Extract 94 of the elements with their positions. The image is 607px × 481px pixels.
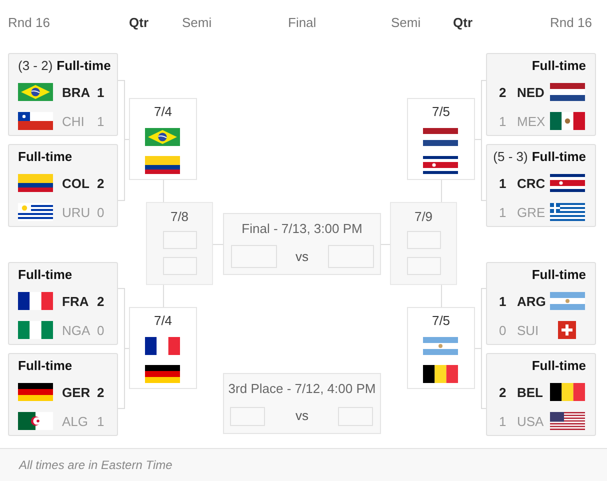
- match-card: [390, 202, 457, 285]
- team-code: URU: [62, 204, 90, 221]
- match-status: Full-time: [532, 358, 586, 374]
- column-heading: Qtr: [129, 15, 148, 31]
- match-card: [486, 53, 596, 136]
- team-slot: [328, 245, 374, 268]
- match-card: [486, 144, 596, 227]
- match-card: [486, 262, 596, 345]
- bracket-line: [163, 284, 164, 308]
- score: 1: [97, 113, 104, 130]
- bracket-line: [118, 80, 130, 201]
- footer-note: All times are in Eastern Time: [19, 457, 172, 473]
- match-card: [8, 262, 118, 345]
- team-code: ALG: [62, 413, 88, 430]
- score: 2: [97, 384, 104, 401]
- team-code: COL: [62, 175, 90, 192]
- match-card: [407, 98, 475, 180]
- match-title: Final - 7/13, 3:00 PM: [242, 220, 362, 237]
- final-match-card: [223, 213, 381, 275]
- match-status: Full-time: [532, 267, 586, 283]
- match-status: Full-time: [18, 358, 72, 374]
- match-date: 7/4: [154, 313, 172, 329]
- match-card: [8, 353, 118, 436]
- match-date: 7/8: [170, 209, 189, 225]
- team-code: FRA: [62, 293, 89, 310]
- team-slot: [338, 407, 373, 426]
- bracket-line: [474, 288, 486, 409]
- team-code: CHI: [62, 113, 84, 130]
- team-code: SUI: [517, 322, 539, 339]
- team-code: BRA: [62, 84, 90, 101]
- bracket-line: [163, 180, 164, 202]
- match-status: Full-time: [56, 58, 111, 74]
- bracket-line: [118, 288, 130, 409]
- score: 2: [97, 293, 104, 310]
- match-date: 7/5: [432, 104, 450, 120]
- team-code: CRC: [517, 175, 546, 192]
- bracket-line: [441, 284, 442, 308]
- bracket-line: [441, 180, 442, 202]
- team-code: NGA: [62, 322, 90, 339]
- column-heading: Semi: [182, 15, 212, 31]
- match-card: [8, 53, 118, 136]
- team-slot: [163, 257, 197, 275]
- match-status: Full-time: [18, 149, 72, 165]
- column-heading: Qtr: [453, 15, 472, 31]
- versus-label: vs: [296, 407, 308, 424]
- match-date: 7/5: [432, 313, 450, 329]
- match-title: 3rd Place - 7/12, 4:00 PM: [228, 380, 376, 397]
- penalty-score: (5 - 3): [493, 149, 528, 165]
- team-slot: [231, 245, 277, 268]
- match-date: 7/9: [414, 209, 433, 225]
- team-slot: [407, 231, 441, 249]
- team-code: USA: [517, 413, 544, 430]
- match-card: [129, 98, 197, 180]
- match-card: [129, 307, 197, 389]
- versus-label: vs: [296, 248, 308, 265]
- bracket-line: [474, 80, 486, 201]
- match-card: [146, 202, 213, 285]
- third-place-card: [223, 373, 381, 434]
- match-status: Full-time: [532, 58, 586, 74]
- penalty-score: (3 - 2): [18, 58, 53, 74]
- match-status: Full-time: [532, 149, 586, 165]
- score: 0: [499, 322, 506, 339]
- match-card: [8, 144, 118, 227]
- bracket-line: [380, 244, 390, 245]
- score: 0: [97, 204, 104, 221]
- team-slot: [163, 231, 197, 249]
- score: 0: [97, 322, 104, 339]
- team-code: BEL: [517, 384, 543, 401]
- column-heading: Rnd 16: [550, 15, 592, 31]
- column-heading: Final: [288, 15, 316, 31]
- match-status: Full-time: [18, 267, 72, 283]
- team-slot: [407, 257, 441, 275]
- match-date: 7/4: [154, 104, 172, 120]
- score: 1: [499, 204, 506, 221]
- score: 2: [499, 384, 506, 401]
- bracket-line: [212, 244, 224, 245]
- score: 1: [499, 293, 506, 310]
- score: 1: [499, 175, 506, 192]
- team-code: ARG: [517, 293, 546, 310]
- team-code: GRE: [517, 204, 546, 221]
- score: 1: [499, 113, 506, 130]
- team-slot: [230, 407, 265, 426]
- match-card: [486, 353, 596, 436]
- team-code: NED: [517, 84, 544, 101]
- score: 1: [97, 84, 104, 101]
- team-code: MEX: [517, 113, 546, 130]
- score: 1: [97, 413, 104, 430]
- score: 2: [499, 84, 506, 101]
- score: 2: [97, 175, 104, 192]
- column-heading: Semi: [391, 15, 421, 31]
- column-heading: Rnd 16: [8, 15, 50, 31]
- team-code: GER: [62, 384, 90, 401]
- match-card: [407, 307, 475, 389]
- score: 1: [499, 413, 506, 430]
